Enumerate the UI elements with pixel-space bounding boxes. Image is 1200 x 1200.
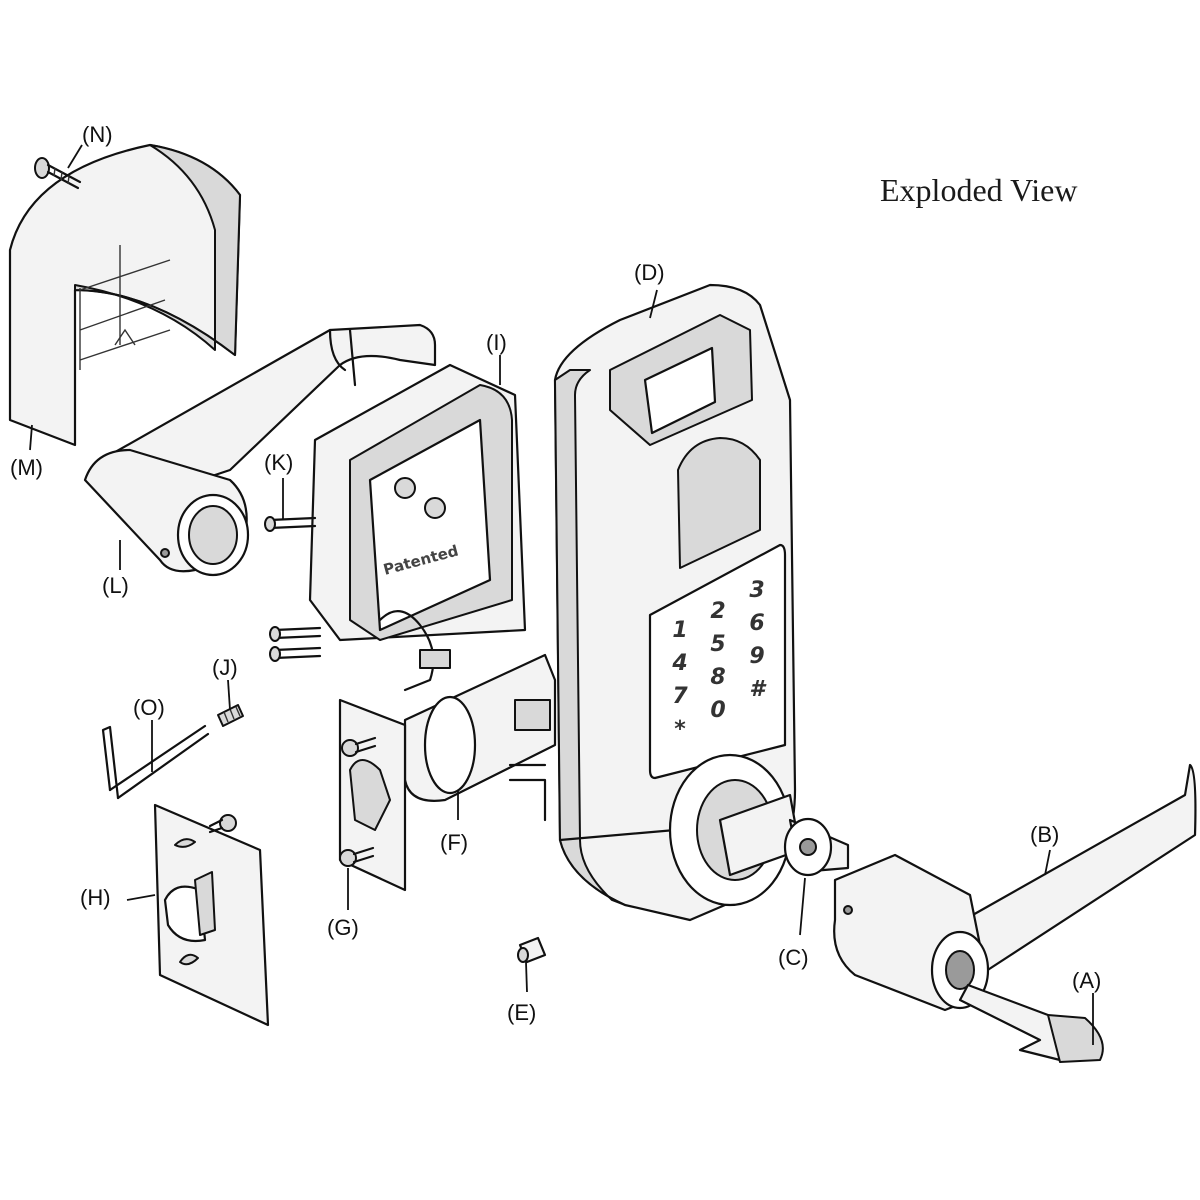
part-n-screw bbox=[34, 157, 82, 190]
part-j-grub-screw bbox=[217, 704, 244, 727]
part-c-spindle bbox=[718, 793, 850, 877]
label-n: (N) bbox=[82, 122, 113, 147]
keypad-key: 1 bbox=[672, 618, 687, 643]
label-a: (A) bbox=[1072, 968, 1101, 993]
part-f-latch bbox=[338, 653, 557, 892]
part-i-mechanism: Patented bbox=[308, 363, 527, 692]
label-k: (K) bbox=[264, 450, 293, 475]
part-labels: (A) (B) (C) (D) (E) (F) (G) (H) (I) (J) … bbox=[10, 122, 1101, 1025]
part-h-strike-plate bbox=[153, 803, 270, 1027]
part-k-mounting-pins bbox=[264, 516, 322, 662]
label-o: (O) bbox=[133, 695, 165, 720]
label-d: (D) bbox=[634, 260, 665, 285]
label-g: (G) bbox=[327, 915, 359, 940]
part-b-front-lever bbox=[833, 763, 1197, 1012]
label-i: (I) bbox=[486, 330, 507, 355]
part-a-key bbox=[958, 983, 1104, 1063]
part-m-rear-cover bbox=[8, 143, 242, 447]
keypad-key: 7 bbox=[672, 684, 688, 709]
keypad-key: 0 bbox=[710, 698, 725, 723]
part-o-hex-wrench bbox=[101, 724, 210, 800]
keypad-key: * bbox=[674, 717, 686, 742]
keypad-key: 8 bbox=[710, 665, 725, 690]
keypad: 123 456 789 * 0 # bbox=[671, 578, 767, 742]
label-e: (E) bbox=[507, 1000, 536, 1025]
label-l: (L) bbox=[102, 573, 129, 598]
part-d-keypad-body: 123 456 789 * 0 # bbox=[553, 283, 797, 922]
keypad-key: 6 bbox=[749, 611, 764, 636]
diagram-title: Exploded View bbox=[880, 172, 1078, 208]
label-b: (B) bbox=[1030, 822, 1059, 847]
keypad-key: 4 bbox=[671, 651, 687, 676]
keypad-key: 9 bbox=[749, 644, 764, 669]
keypad-key: 3 bbox=[749, 578, 764, 603]
part-e-set-screw bbox=[517, 936, 547, 964]
label-f: (F) bbox=[440, 830, 468, 855]
keypad-key: # bbox=[749, 677, 767, 702]
part-l-inner-housing bbox=[83, 323, 437, 577]
label-m: (M) bbox=[10, 455, 43, 480]
leader-lines bbox=[29, 144, 1094, 1045]
keypad-key: 2 bbox=[710, 599, 725, 624]
label-h: (H) bbox=[80, 885, 111, 910]
keypad-key: 5 bbox=[710, 632, 725, 657]
label-j: (J) bbox=[212, 655, 238, 680]
label-c: (C) bbox=[778, 945, 809, 970]
part-g-latch-screws bbox=[339, 736, 377, 867]
